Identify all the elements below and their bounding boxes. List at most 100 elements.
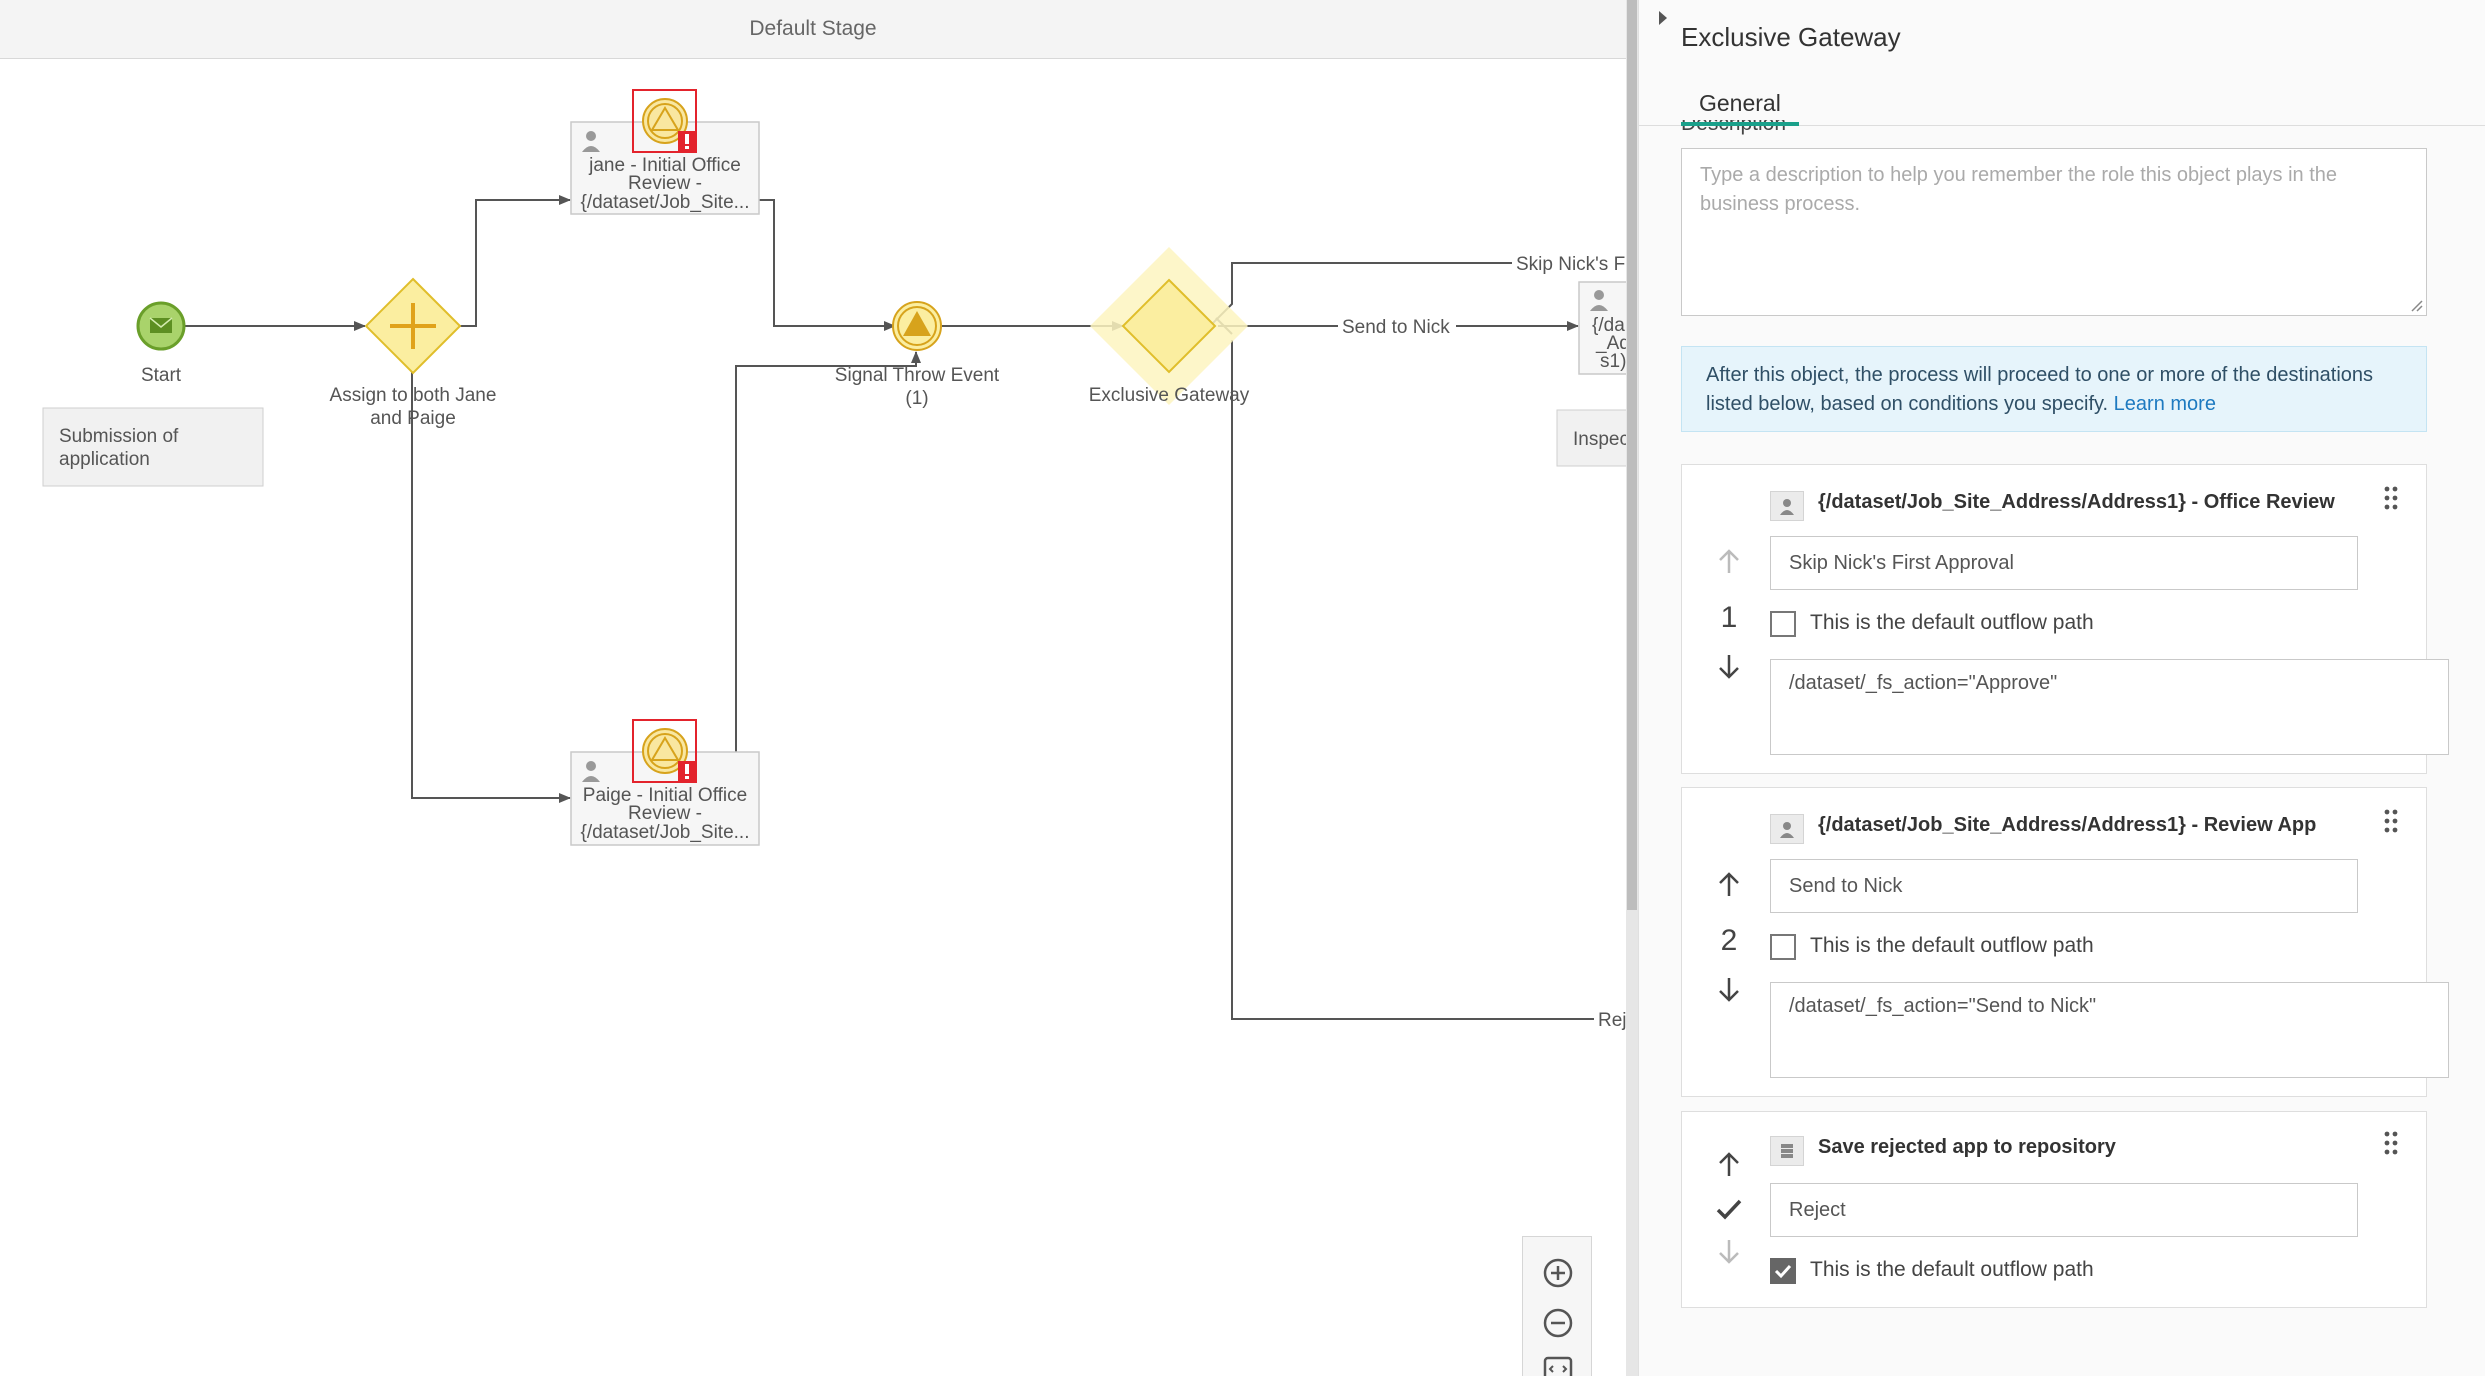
condition-text: /dataset/_fs_action="Send to Nick" <box>1789 995 2097 1017</box>
parallel-label-line-2: and Paige <box>370 408 456 429</box>
resize-handle-icon[interactable] <box>2409 298 2423 312</box>
collapse-panel-button[interactable] <box>1655 8 1671 28</box>
checkbox-check-icon <box>1774 1264 1792 1279</box>
zoom-in-icon <box>1543 1258 1573 1288</box>
annotation-text: Inspec <box>1573 429 1626 450</box>
outflow-name-input[interactable] <box>1770 1183 2358 1237</box>
start-annotation[interactable]: Submission of application <box>42 407 264 487</box>
process-canvas[interactable]: Skip Nick's Fi Send to Nick Rej Start Su… <box>0 0 1626 1376</box>
properties-panel: Exclusive Gateway Description General Ty… <box>1638 0 2485 1376</box>
default-outflow-label: This is the default outflow path <box>1810 611 2094 634</box>
outflow-name-input[interactable] <box>1770 859 2358 913</box>
outflow-target-title: {/dataset/Job_Site_Address/Address1} - O… <box>1818 491 2335 513</box>
condition-text: /dataset/_fs_action="Approve" <box>1789 672 2058 694</box>
outflow-info-box: After this object, the process will proc… <box>1681 346 2427 432</box>
default-outflow-checkbox[interactable] <box>1770 934 1796 960</box>
tab-general[interactable]: General <box>1681 88 1799 126</box>
edge-label-reject[interactable]: Rej <box>1598 1010 1626 1031</box>
task-jane-initial-review[interactable]: jane - Initial Office Review - {/dataset… <box>570 89 760 215</box>
drag-handle-icon[interactable] <box>2382 1130 2400 1156</box>
annotation-line-1: Submission of <box>59 426 179 447</box>
learn-more-link[interactable]: Learn more <box>2113 393 2216 415</box>
edge-label-skip[interactable]: Skip Nick's Fi <box>1516 254 1626 275</box>
error-boundary-event[interactable] <box>632 89 697 153</box>
envelope-icon <box>149 317 173 333</box>
stage-header: Default Stage <box>0 0 1626 59</box>
error-badge-icon <box>678 761 696 782</box>
outflow-card-2: {/dataset/Job_Site_Address/Address1} - R… <box>1681 787 2449 1097</box>
inspection-annotation-partial[interactable]: Inspec <box>1556 409 1626 467</box>
arrow-up-icon <box>1719 549 1739 573</box>
description-placeholder: Type a description to help you remember … <box>1700 164 2338 215</box>
default-outflow-checkbox-checked[interactable] <box>1770 1258 1796 1284</box>
parallel-label-line-1: Assign to both Jane <box>330 385 497 406</box>
task-review-app-partial[interactable]: {/da _Ad s1) <box>1578 281 1626 375</box>
move-down-button[interactable] <box>1714 651 1744 681</box>
signal-throw-event[interactable]: Signal Throw Event (1) <box>835 301 1000 409</box>
flow-paige-to-signal[interactable] <box>735 351 921 752</box>
user-task-icon <box>1770 491 1804 521</box>
default-outflow-label: This is the default outflow path <box>1810 1258 2094 1281</box>
outflow-name-input[interactable] <box>1770 536 2358 590</box>
move-up-button[interactable] <box>1714 870 1744 900</box>
stage-title: Default Stage <box>749 17 877 40</box>
error-boundary-event[interactable] <box>632 719 697 783</box>
task-label-line-2: _Ad <box>1595 333 1626 354</box>
arrow-up-icon <box>1719 1152 1739 1176</box>
signal-label-line-1: Signal Throw Event <box>835 365 1000 386</box>
outflow-card-3: Save rejected app to repository This is … <box>1681 1111 2427 1308</box>
task-label-line-1: {/da <box>1592 315 1625 336</box>
move-up-button[interactable] <box>1714 547 1744 577</box>
default-outflow-checkbox[interactable] <box>1770 611 1796 637</box>
outflow-target-title: {/dataset/Job_Site_Address/Address1} - R… <box>1818 814 2317 836</box>
flow-gateway-reject[interactable] <box>1231 340 1626 1020</box>
task-label-line-3: {/dataset/Job_Site... <box>580 822 749 843</box>
move-down-button[interactable] <box>1714 1236 1744 1266</box>
fit-to-screen-button[interactable] <box>1542 1353 1574 1376</box>
flow-parallel-to-jane[interactable] <box>460 195 571 327</box>
description-textarea[interactable]: Type a description to help you remember … <box>1681 148 2427 316</box>
move-down-button[interactable] <box>1714 974 1744 1004</box>
edge-label-send[interactable]: Send to Nick <box>1342 317 1450 338</box>
signal-label-line-2: (1) <box>905 388 928 409</box>
parallel-gateway[interactable]: Assign to both Jane and Paige <box>330 277 497 429</box>
task-label-line-3: s1) <box>1600 351 1626 372</box>
start-event[interactable]: Start <box>136 301 186 386</box>
gateway-label: Exclusive Gateway <box>1089 385 1250 406</box>
outflow-order: 1 <box>1720 601 1738 634</box>
task-label-line-2: Review - <box>628 803 702 824</box>
task-paige-initial-review[interactable]: Paige - Initial Office Review - {/datase… <box>570 719 760 846</box>
plus-icon <box>390 303 436 349</box>
flow-jane-to-signal[interactable] <box>758 199 896 331</box>
arrow-up-icon <box>1719 872 1739 896</box>
default-outflow-label: This is the default outflow path <box>1810 934 2094 957</box>
default-check-indicator <box>1714 1194 1744 1224</box>
canvas-scrollbar-thumb[interactable] <box>1627 0 1637 910</box>
caret-right-icon <box>1659 11 1667 25</box>
zoom-out-button[interactable] <box>1542 1307 1574 1339</box>
move-up-button[interactable] <box>1714 1150 1744 1180</box>
fit-screen-icon <box>1543 1356 1573 1376</box>
drag-handle-icon[interactable] <box>2382 808 2400 834</box>
process-diagram[interactable]: Skip Nick's Fi Send to Nick Rej Start Su… <box>0 0 1626 1376</box>
info-text: After this object, the process will proc… <box>1706 364 2374 415</box>
panel-tabs: General <box>1639 80 2485 126</box>
error-badge-icon <box>678 131 696 152</box>
exclusive-gateway-selected[interactable]: Exclusive Gateway <box>1089 247 1250 406</box>
outflow-card-1: {/dataset/Job_Site_Address/Address1} - O… <box>1681 464 2449 774</box>
user-icon <box>582 131 600 152</box>
condition-input[interactable]: /dataset/_fs_action="Approve" <box>1770 659 2449 755</box>
task-label-line-3: {/dataset/Job_Site... <box>580 192 749 213</box>
user-icon <box>582 761 600 782</box>
condition-input[interactable]: /dataset/_fs_action="Send to Nick" <box>1770 982 2449 1078</box>
panel-title: Exclusive Gateway <box>1681 22 1901 52</box>
zoom-in-button[interactable] <box>1542 1257 1574 1289</box>
arrow-down-icon <box>1719 655 1739 679</box>
arrow-down-icon <box>1719 978 1739 1002</box>
task-label-line-1: jane - Initial Office <box>588 155 741 176</box>
annotation-line-2: application <box>59 449 150 470</box>
drag-handle-icon[interactable] <box>2382 485 2400 511</box>
flow-parallel-to-paige[interactable] <box>411 372 571 803</box>
outflow-order: 2 <box>1720 924 1738 957</box>
